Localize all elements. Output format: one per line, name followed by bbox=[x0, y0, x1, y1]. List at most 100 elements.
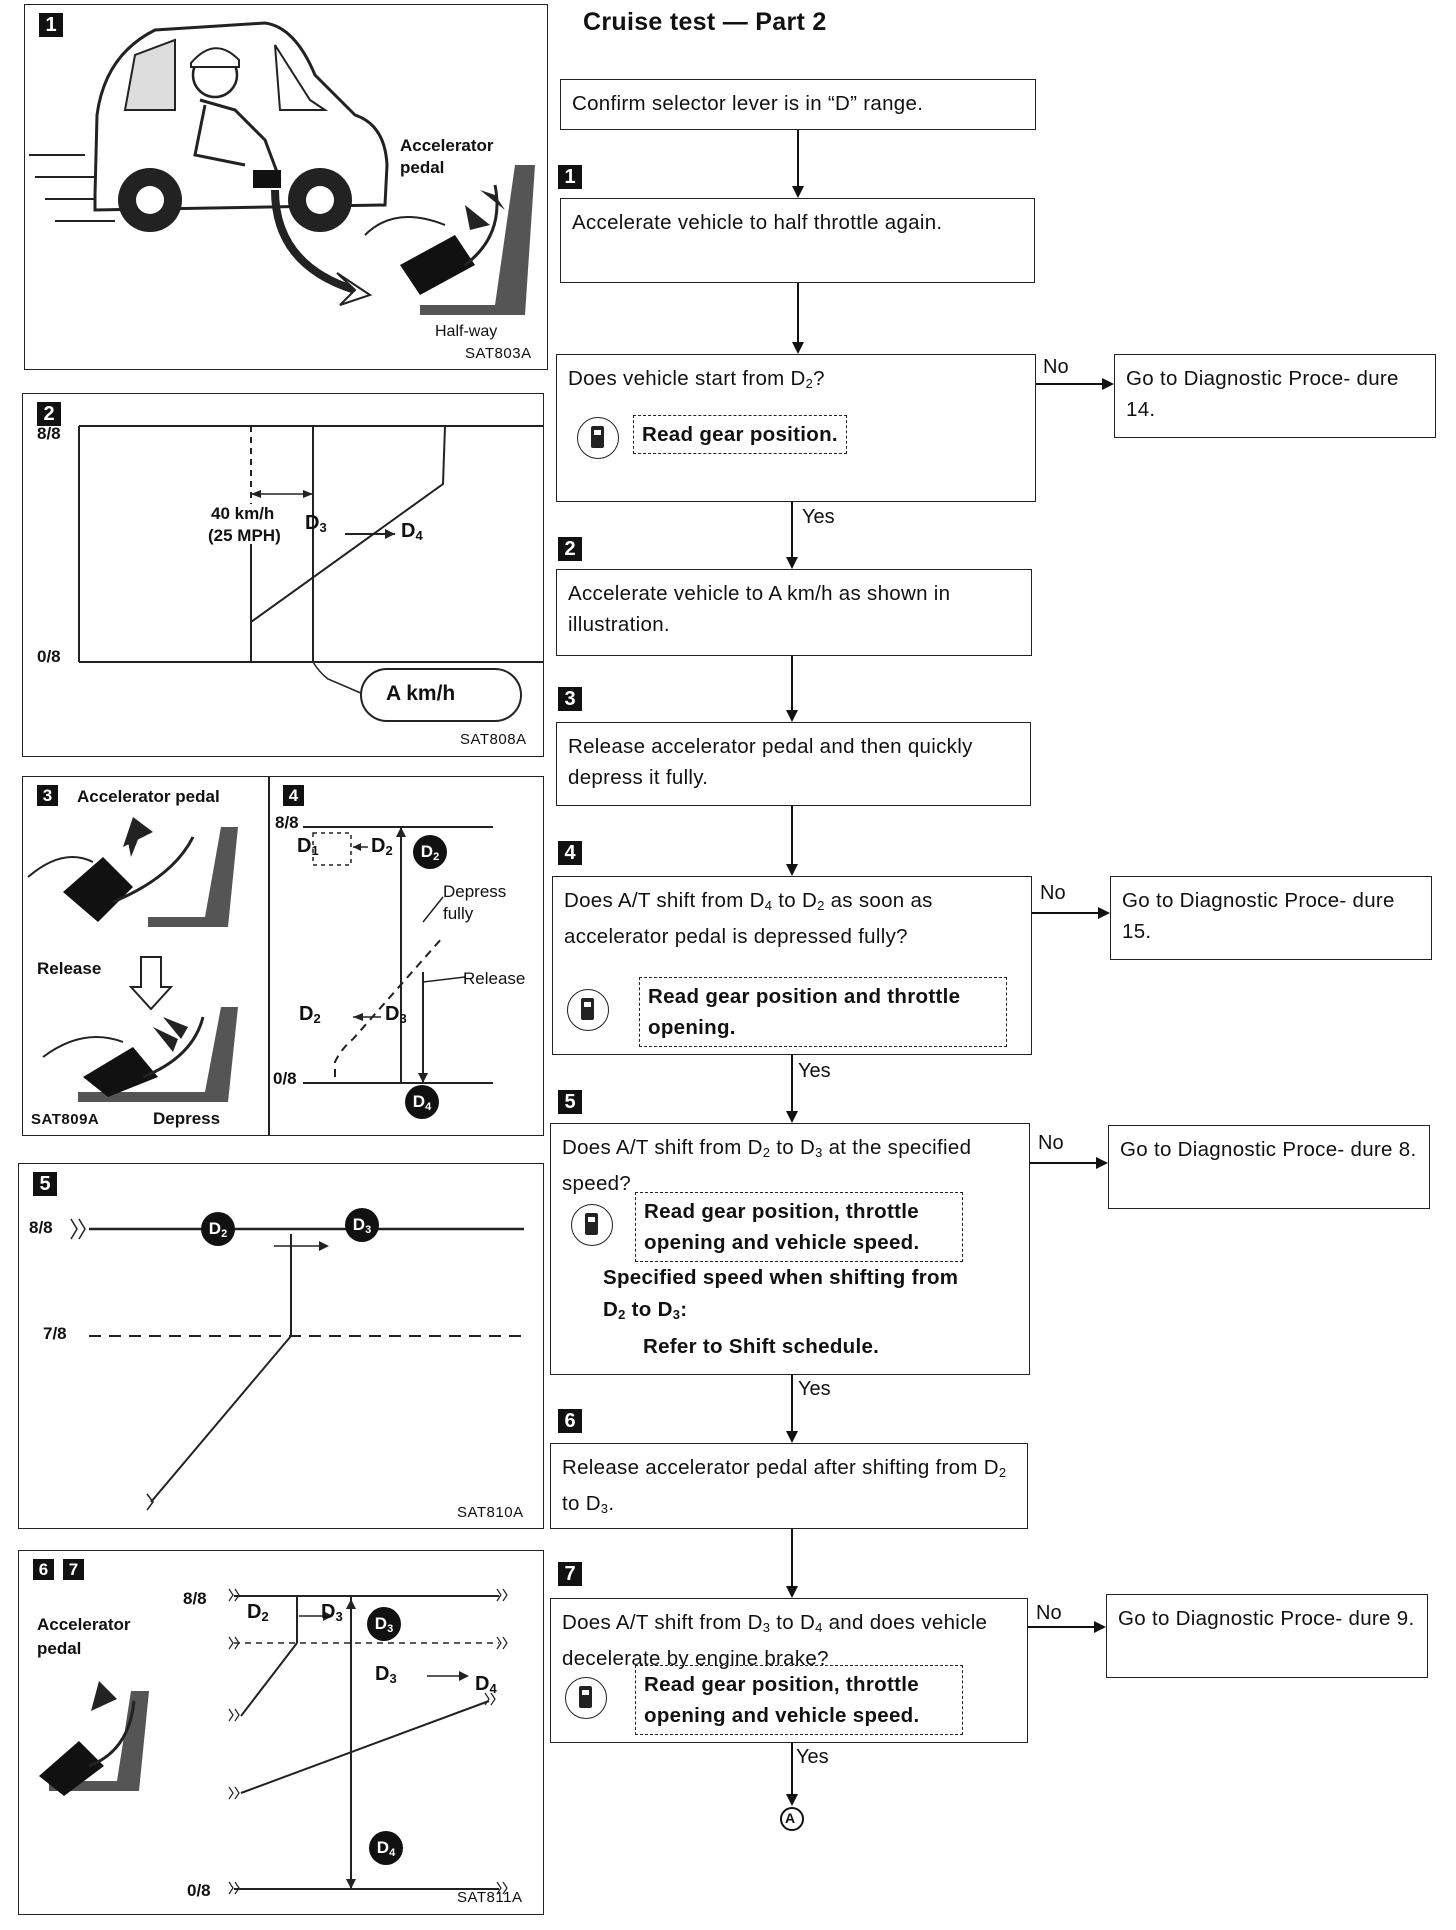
connector-a: A bbox=[785, 1810, 796, 1826]
y-axis-bottom: 0/8 bbox=[187, 1881, 211, 1900]
q1-text: Does vehicle start from D2? bbox=[568, 367, 825, 391]
release-label: Release bbox=[37, 959, 102, 978]
pedal-and-shift-diagram bbox=[39, 1588, 508, 1895]
y-axis-top: 8/8 bbox=[183, 1589, 207, 1608]
q7-check: Read gear position, throttle opening and… bbox=[635, 1665, 963, 1735]
pedal-label: Accelerator pedal bbox=[37, 1615, 131, 1658]
go-procedure-8-box: Go to Diagnostic Proce- dure 8. bbox=[1108, 1125, 1430, 1209]
no-label-4: No bbox=[1040, 882, 1066, 904]
q4-box: Does A/T shift from D4 to D2 as soon as … bbox=[552, 876, 1032, 1055]
figure-code: SAT810A bbox=[457, 1504, 524, 1521]
figure-1-vehicle-pedal: 1 Accelerator pedal Half-way SAT803A bbox=[24, 4, 548, 370]
d3b-label: D3 bbox=[375, 1663, 397, 1686]
car-driver-illustration bbox=[29, 21, 535, 315]
q5-note-line1: Specified speed when shifting from bbox=[603, 1266, 959, 1289]
d4-label: D4 bbox=[401, 520, 423, 543]
q5-box: Does A/T shift from D2 to D3 at the spec… bbox=[550, 1123, 1030, 1375]
q1-box: Does vehicle start from D2? Read gear po… bbox=[556, 354, 1036, 502]
y-axis-top: 8/8 bbox=[275, 813, 299, 832]
y-axis-top: 8/8 bbox=[29, 1218, 53, 1237]
gear-badge-d4: D4 bbox=[405, 1085, 439, 1119]
figure-3-4-pedal-shift: 3 Accelerator pedal 4 Release D bbox=[22, 776, 544, 1136]
q5-check: Read gear position, throttle opening and… bbox=[635, 1192, 963, 1262]
step-marker-6: 6 bbox=[558, 1409, 582, 1433]
q5-text: Does A/T shift from D2 to D3 at the spec… bbox=[562, 1136, 972, 1195]
y-axis-top: 8/8 bbox=[37, 424, 61, 443]
figure-2-throttle-speed: 2 8/8 0/8 40 km/h (25 MPH) D3 D4 A km/h … bbox=[22, 393, 544, 757]
speed-mph-label: (25 MPH) bbox=[208, 526, 281, 545]
figure-number-7: 7 bbox=[63, 1559, 84, 1580]
step6-box: Release accelerator pedal after shifting… bbox=[550, 1443, 1028, 1529]
d1-label: D1 bbox=[297, 835, 319, 858]
go-procedure-9-box: Go to Diagnostic Proce- dure 9. bbox=[1106, 1594, 1428, 1678]
y-axis-bottom: 0/8 bbox=[37, 647, 61, 666]
figure-code: SAT811A bbox=[457, 1889, 523, 1906]
figure-6-7-shift-d3-d4: 6 7 Accelerator pedal 8/8 0/8 bbox=[18, 1550, 544, 1915]
q5-note-line2: D2 to D3: bbox=[603, 1298, 688, 1322]
step-marker-3: 3 bbox=[558, 687, 582, 711]
d3-label: D3 bbox=[385, 1003, 407, 1026]
d3-label: D3 bbox=[321, 1601, 343, 1624]
no-label-1: No bbox=[1043, 356, 1069, 378]
step2-box: Accelerate vehicle to A km/h as shown in… bbox=[556, 569, 1032, 656]
q5-note-line3: Refer to Shift schedule. bbox=[643, 1335, 880, 1358]
figure-number: 1 bbox=[39, 13, 63, 37]
d3-label: D3 bbox=[305, 512, 327, 535]
go-procedure-14-box: Go to Diagnostic Proce- dure 14. bbox=[1114, 354, 1436, 438]
pedal-title: Accelerator pedal bbox=[77, 787, 220, 806]
figure-number-4: 4 bbox=[283, 785, 304, 806]
gear-badge-d2: D2 bbox=[413, 835, 447, 869]
page-title: Cruise test — Part 2 bbox=[583, 8, 827, 36]
no-label-7: No bbox=[1036, 1602, 1062, 1624]
consult-tester-icon bbox=[571, 1204, 613, 1246]
d2-label: D2 bbox=[371, 835, 393, 858]
gear-badge-d4: D4 bbox=[369, 1831, 403, 1865]
step-marker-5: 5 bbox=[558, 1090, 582, 1114]
y-axis-mid: 7/8 bbox=[43, 1324, 67, 1343]
figure-number: 2 bbox=[37, 402, 61, 426]
yes-label-7: Yes bbox=[796, 1746, 829, 1768]
step-marker-1: 1 bbox=[558, 165, 582, 189]
d2-label: D2 bbox=[247, 1601, 269, 1624]
figure-code: SAT809A bbox=[31, 1111, 100, 1128]
step-marker-4: 4 bbox=[558, 841, 582, 865]
d2b-label: D2 bbox=[299, 1003, 321, 1026]
consult-tester-icon bbox=[567, 989, 609, 1031]
release-label-4: Release bbox=[463, 969, 526, 988]
figure-number-6: 6 bbox=[33, 1559, 54, 1580]
q7-box: Does A/T shift from D3 to D4 and does ve… bbox=[550, 1598, 1028, 1743]
a-kmh-label: A km/h bbox=[386, 682, 456, 705]
figure-number: 5 bbox=[33, 1172, 57, 1196]
no-label-5: No bbox=[1038, 1132, 1064, 1154]
consult-tester-icon bbox=[577, 417, 619, 459]
q4-check: Read gear position and throttle opening. bbox=[639, 977, 1007, 1047]
step1-box: Accelerate vehicle to half throttle agai… bbox=[560, 198, 1035, 283]
q1-check: Read gear position. bbox=[633, 415, 847, 454]
yes-label-1: Yes bbox=[802, 506, 835, 528]
speed-label: 40 km/h bbox=[211, 504, 275, 523]
figure-5-shift-d2-d3: 5 8/8 7/8 D2 D3 SAT810A bbox=[18, 1163, 544, 1529]
shift-diagram bbox=[70, 1218, 524, 1511]
figure-code: SAT808A bbox=[460, 731, 527, 748]
step-marker-2: 2 bbox=[558, 537, 582, 561]
q7-text: Does A/T shift from D3 to D4 and does ve… bbox=[562, 1611, 988, 1670]
pedal-label: Accelerator pedal bbox=[400, 136, 494, 177]
figure-number-3: 3 bbox=[37, 785, 58, 806]
yes-label-5: Yes bbox=[798, 1378, 831, 1400]
go-procedure-15-box: Go to Diagnostic Proce- dure 15. bbox=[1110, 876, 1432, 960]
pedal-and-shift-diagram bbox=[27, 777, 493, 1135]
consult-tester-icon bbox=[565, 1677, 607, 1719]
depress-fully-label: Depress fully bbox=[443, 882, 507, 923]
gear-badge-d3: D3 bbox=[367, 1607, 401, 1641]
depress-label: Depress bbox=[153, 1109, 221, 1128]
yes-label-4: Yes bbox=[798, 1060, 831, 1082]
d4-label: D4 bbox=[475, 1673, 497, 1696]
gear-badge-d3: D3 bbox=[345, 1208, 379, 1242]
q4-text: Does A/T shift from D4 to D2 as soon as … bbox=[564, 889, 933, 948]
step3-box: Release accelerator pedal and then quick… bbox=[556, 722, 1031, 806]
q5-note: Specified speed when shifting from D2 to… bbox=[603, 1262, 958, 1363]
confirm-selector-box: Confirm selector lever is in “D” range. bbox=[560, 79, 1036, 130]
shift-diagram bbox=[78, 425, 543, 722]
step-marker-7: 7 bbox=[558, 1562, 582, 1586]
